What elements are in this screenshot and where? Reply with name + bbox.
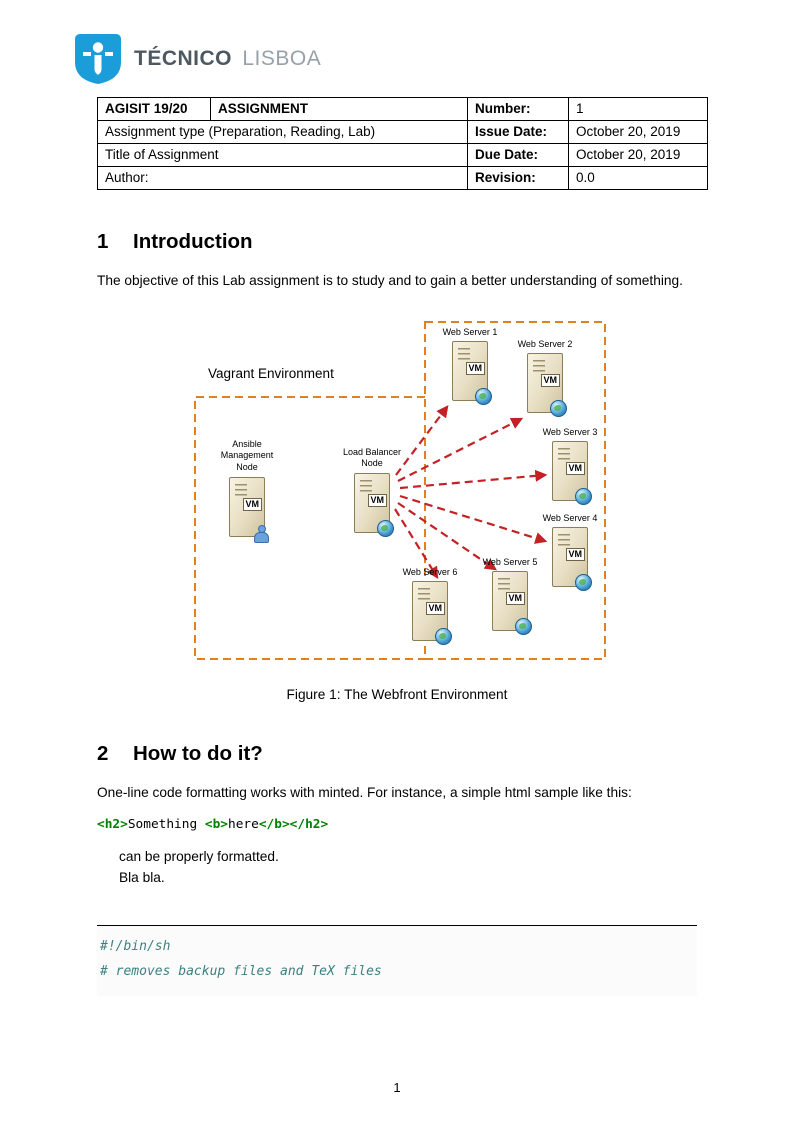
- section-2-number: 2: [97, 741, 109, 765]
- globe-icon: [475, 388, 492, 406]
- number-value-cell: 1: [568, 97, 708, 121]
- load-balancer-node: Load Balancer Node VM: [335, 446, 409, 537]
- vents-icon: [558, 534, 570, 548]
- assignment-info-table: AGISIT 19/20 ASSIGNMENT Number: 1 Assign…: [97, 97, 708, 190]
- vm-badge: VM: [505, 592, 525, 606]
- web-server-2-node: Web Server 2 VM: [508, 338, 582, 418]
- vents-icon: [533, 360, 545, 374]
- section-1-number: 1: [97, 230, 109, 253]
- node-label: Web Server 6: [402, 566, 458, 577]
- node-label: Ansible Management Node: [220, 438, 274, 472]
- vm-badge: VM: [465, 362, 485, 376]
- due-date-label-cell: Due Date:: [467, 143, 569, 167]
- table-row: AGISIT 19/20 ASSIGNMENT Number: 1: [97, 97, 708, 121]
- title-cell: Title of Assignment: [97, 143, 468, 167]
- code-token: Something: [127, 817, 205, 833]
- shell-code-block: #!/bin/sh # removes backup files and TeX…: [97, 924, 697, 996]
- vm-badge: VM: [540, 374, 560, 388]
- page-number: 1: [393, 1080, 401, 1095]
- due-date-value-cell: October 20, 2019: [568, 143, 708, 167]
- doc-type-cell: ASSIGNMENT: [210, 97, 468, 121]
- server-tower-icon: VM: [354, 472, 394, 537]
- code-token: <h2>: [97, 817, 128, 833]
- vm-badge: VM: [242, 497, 262, 511]
- issue-date-value-cell: October 20, 2019: [568, 120, 708, 144]
- web-server-1-node: Web Server 1 VM: [433, 326, 507, 406]
- node-label: Web Server 4: [542, 512, 598, 523]
- web-server-4-node: Web Server 4 VM: [533, 512, 607, 592]
- code-token: </h2>: [289, 817, 329, 833]
- code-token: <b>: [204, 817, 228, 833]
- globe-icon: [575, 488, 592, 506]
- vents-icon: [360, 479, 372, 493]
- web-server-5-node: Web Server 5 VM: [473, 556, 547, 636]
- issue-date-label-cell: Issue Date:: [467, 120, 569, 144]
- vm-badge: VM: [367, 493, 387, 507]
- figure-1: Vagrant Environment Ansible Management N…: [97, 315, 697, 702]
- globe-icon: [515, 618, 532, 636]
- webfront-environment-diagram: Vagrant Environment Ansible Management N…: [97, 315, 697, 667]
- node-label: Web Server 2: [517, 338, 573, 349]
- assignment-type-cell: Assignment type (Preparation, Reading, L…: [97, 120, 468, 144]
- server-tower-icon: VM: [552, 527, 592, 592]
- section-2-paragraph: One-line code formatting works with mint…: [97, 784, 632, 800]
- web-server-6-node: Web Server 6 VM: [393, 566, 467, 646]
- globe-icon: [435, 628, 452, 646]
- vagrant-environment-label: Vagrant Environment: [205, 365, 337, 381]
- ansible-management-node: Ansible Management Node VM: [210, 438, 284, 543]
- web-server-3-node: Web Server 3 VM: [533, 426, 607, 506]
- environment-boxes: [194, 320, 606, 660]
- section-2-heading: 2 How to do it?: [97, 742, 697, 766]
- logo-brand-bold: TÉCNICO: [134, 47, 232, 70]
- vents-icon: [558, 448, 570, 462]
- vm-badge: VM: [565, 462, 585, 476]
- node-label: Load Balancer Node: [342, 446, 402, 469]
- section-1-heading: 1 Introduction: [97, 230, 697, 254]
- node-label: Web Server 1: [442, 326, 498, 337]
- table-row: Author: Revision: 0.0: [97, 166, 708, 190]
- figure-caption: Figure 1: The Webfront Environment: [286, 686, 508, 702]
- section-1-paragraph: The objective of this Lab assignment is …: [97, 273, 683, 288]
- server-tower-icon: VM: [229, 476, 269, 543]
- revision-value-cell: 0.0: [568, 166, 708, 190]
- vm-badge: VM: [425, 602, 445, 616]
- node-label: Web Server 5: [482, 556, 538, 567]
- server-tower-icon: VM: [412, 581, 452, 646]
- code-line: #!/bin/sh: [100, 938, 171, 954]
- server-tower-icon: VM: [452, 341, 492, 406]
- code-token: </b>: [258, 817, 290, 833]
- server-tower-icon: VM: [527, 353, 567, 418]
- after-code-text: can be properly formatted. Bla bla.: [119, 846, 697, 888]
- course-code-cell: AGISIT 19/20: [97, 97, 211, 121]
- after-code-line-2: Bla bla.: [119, 870, 165, 886]
- logo-wordmark: TÉCNICO LISBOA: [134, 47, 321, 71]
- server-tower-icon: VM: [552, 441, 592, 506]
- globe-icon: [575, 574, 592, 592]
- globe-icon: [377, 519, 394, 537]
- node-label: Web Server 3: [542, 426, 598, 437]
- table-row: Title of Assignment Due Date: October 20…: [97, 143, 708, 167]
- revision-label-cell: Revision:: [467, 166, 569, 190]
- inline-html-code-sample: <h2>Something <b>here</b></h2>: [97, 817, 697, 832]
- vm-badge: VM: [565, 548, 585, 562]
- globe-icon: [550, 400, 567, 418]
- table-row: Assignment type (Preparation, Reading, L…: [97, 120, 708, 144]
- code-token: here: [228, 817, 259, 833]
- server-tower-icon: VM: [492, 571, 532, 636]
- admin-person-icon: [253, 524, 269, 543]
- tecnico-logo: TÉCNICO LISBOA: [75, 33, 697, 85]
- traffic-arrows: [394, 404, 548, 579]
- section-1-title: Introduction: [133, 230, 253, 253]
- vents-icon: [418, 588, 430, 602]
- code-line: # removes backup files and TeX files: [100, 963, 382, 979]
- section-2-title: How to do it?: [133, 741, 263, 765]
- vents-icon: [458, 348, 470, 362]
- after-code-line-1: can be properly formatted.: [119, 849, 279, 865]
- author-cell: Author:: [97, 166, 468, 190]
- vents-icon: [498, 578, 510, 592]
- number-label-cell: Number:: [467, 97, 569, 121]
- tecnico-logo-shield-icon: [75, 34, 121, 84]
- logo-brand-light: LISBOA: [242, 47, 322, 70]
- vents-icon: [235, 483, 247, 497]
